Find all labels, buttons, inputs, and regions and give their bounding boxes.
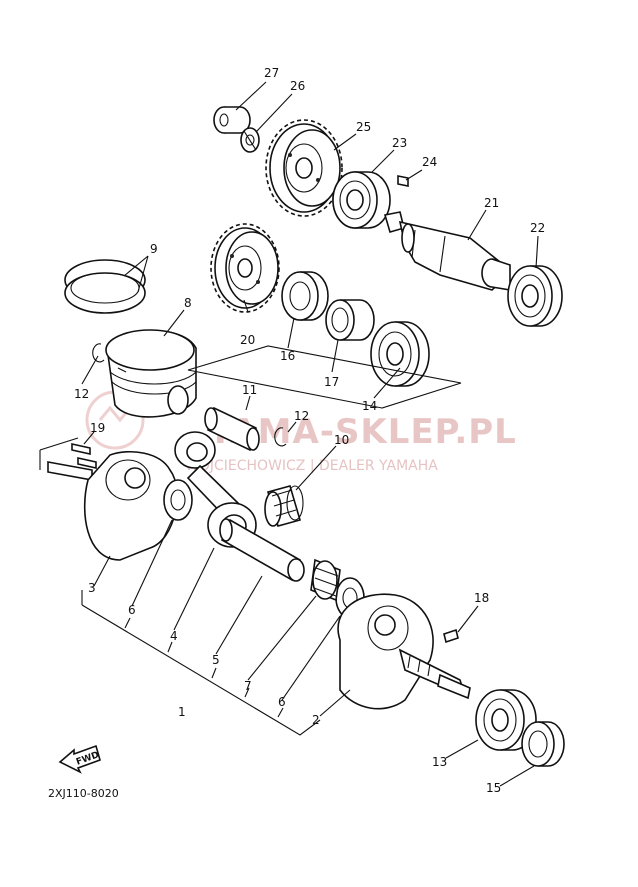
callout-19: 19 [90, 421, 105, 435]
callout-12-upper: 12 [74, 387, 89, 401]
part-12-circlip-a [92, 343, 105, 363]
callout-9: 9 [150, 242, 158, 256]
part-24-key [397, 175, 409, 187]
callout-22: 22 [530, 221, 545, 235]
callout-10: 10 [334, 433, 349, 447]
callout-17: 17 [324, 375, 339, 389]
part-27-nut [213, 106, 251, 134]
callout-18: 18 [474, 591, 489, 605]
part-5-crank-pin [219, 518, 305, 582]
callout-11: 11 [242, 383, 257, 397]
part-20-balancer-gear [210, 223, 280, 313]
callout-13: 13 [432, 755, 447, 769]
part-12-circlip-b [274, 427, 287, 447]
leader-lines [81, 81, 539, 787]
group-bracket-14-16 [187, 345, 462, 409]
callout-20: 20 [240, 333, 255, 347]
part-18-key [443, 628, 459, 644]
part-3-crank-left [47, 450, 178, 561]
callout-6-right: 6 [278, 695, 286, 709]
callout-12-lower: 12 [294, 409, 309, 423]
part-code: 2XJ110-8020 [48, 787, 119, 800]
callout-8: 8 [184, 296, 192, 310]
callout-21: 21 [484, 196, 499, 210]
callout-26: 26 [290, 79, 305, 93]
callout-5: 5 [212, 653, 220, 667]
part-13-bearing [475, 689, 537, 751]
part-23-bearing [332, 171, 391, 229]
part-19-key [71, 443, 97, 469]
callout-27: 27 [264, 66, 279, 80]
callout-24: 24 [422, 155, 437, 169]
part-7-big-end-bearing [310, 558, 341, 602]
part-26-lock-washer [240, 127, 260, 153]
part-21-balancer-shaft [383, 211, 511, 291]
part-17-collar [325, 299, 375, 341]
callout-3: 3 [88, 581, 96, 595]
part-6-washer-a [163, 479, 193, 521]
callout-2: 2 [312, 713, 320, 727]
part-10-small-end-bearing [264, 485, 304, 527]
part-15-oil-seal [521, 721, 565, 767]
callout-16: 16 [280, 349, 295, 363]
part-16-oil-seal [281, 271, 329, 321]
callout-7: 7 [244, 679, 252, 693]
callout-14: 14 [362, 399, 377, 413]
part-25-drive-gear [265, 119, 343, 217]
callout-1: 1 [178, 705, 186, 719]
callout-labels: 27 26 25 23 24 21 22 9 8 20 16 17 14 12 … [74, 66, 545, 795]
group-bracket-crankshaft [39, 437, 321, 736]
part-9-piston-rings [64, 259, 146, 314]
part-2-crank-right [337, 593, 471, 710]
part-11-piston-pin [204, 406, 260, 452]
callout-25: 25 [356, 120, 371, 134]
part-8-piston [105, 329, 197, 418]
watermark-sub: WOJCIECHOWICZ | DEALER YAMAHA [185, 458, 438, 474]
callout-6-left: 6 [128, 603, 136, 617]
callout-23: 23 [392, 136, 407, 150]
part-22-bearing [507, 265, 563, 327]
part-14-bearing [370, 321, 430, 387]
forward-arrow: FWD [58, 744, 101, 774]
callout-15: 15 [486, 781, 501, 795]
callout-4: 4 [170, 629, 178, 643]
